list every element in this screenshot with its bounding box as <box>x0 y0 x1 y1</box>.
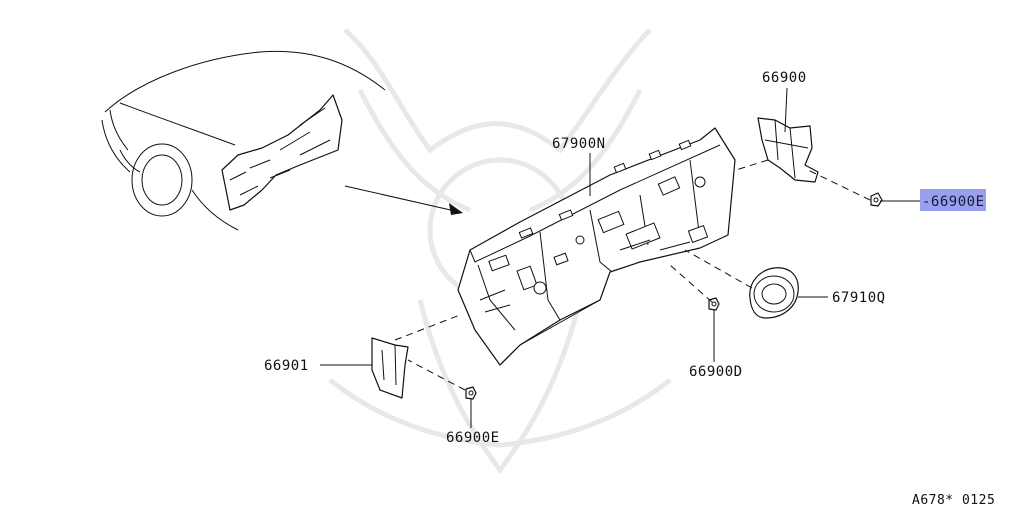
label-66900E-right[interactable]: -66900E <box>922 194 985 210</box>
watermark-emblem <box>328 28 672 475</box>
assembly-dash-lines <box>394 159 871 391</box>
grommet-seal-67910Q <box>749 267 799 319</box>
direction-arrow <box>344 185 463 215</box>
label-66900E-bottom[interactable]: 66900E <box>446 430 500 446</box>
label-66900[interactable]: 66900 <box>762 70 807 86</box>
bracket-66900 <box>757 117 819 183</box>
diagram-code: A678* 0125 <box>912 493 995 508</box>
vehicle-reference-sketch <box>101 50 386 231</box>
label-66901[interactable]: 66901 <box>264 358 309 374</box>
clip-66900E-right <box>870 192 883 207</box>
clip-66900E-bottom <box>465 386 477 400</box>
clip-66900D <box>708 297 720 311</box>
label-67900N[interactable]: 67900N <box>552 136 606 152</box>
dash-panel-67900N <box>457 127 736 366</box>
selected-part-highlight <box>920 189 986 211</box>
label-66900D[interactable]: 66900D <box>689 364 743 380</box>
label-67910Q[interactable]: 67910Q <box>832 290 886 306</box>
insulator-66901 <box>371 337 409 399</box>
